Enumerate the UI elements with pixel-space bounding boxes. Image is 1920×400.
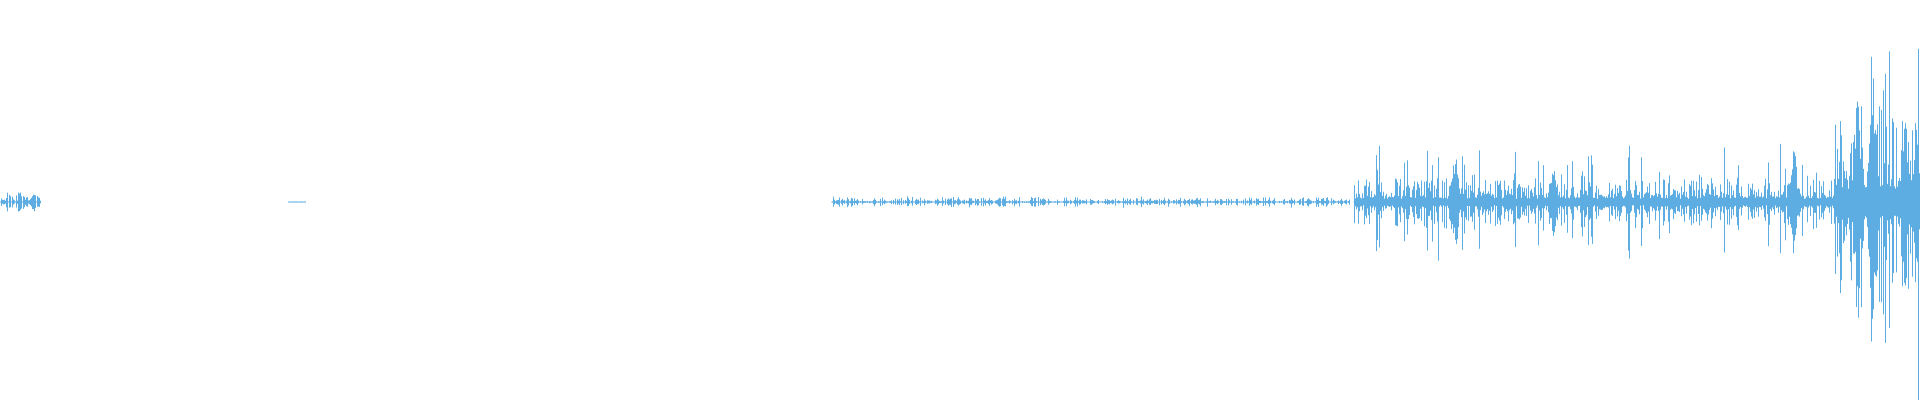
waveform-bars (0, 48, 1920, 400)
waveform-path (1, 48, 1920, 400)
